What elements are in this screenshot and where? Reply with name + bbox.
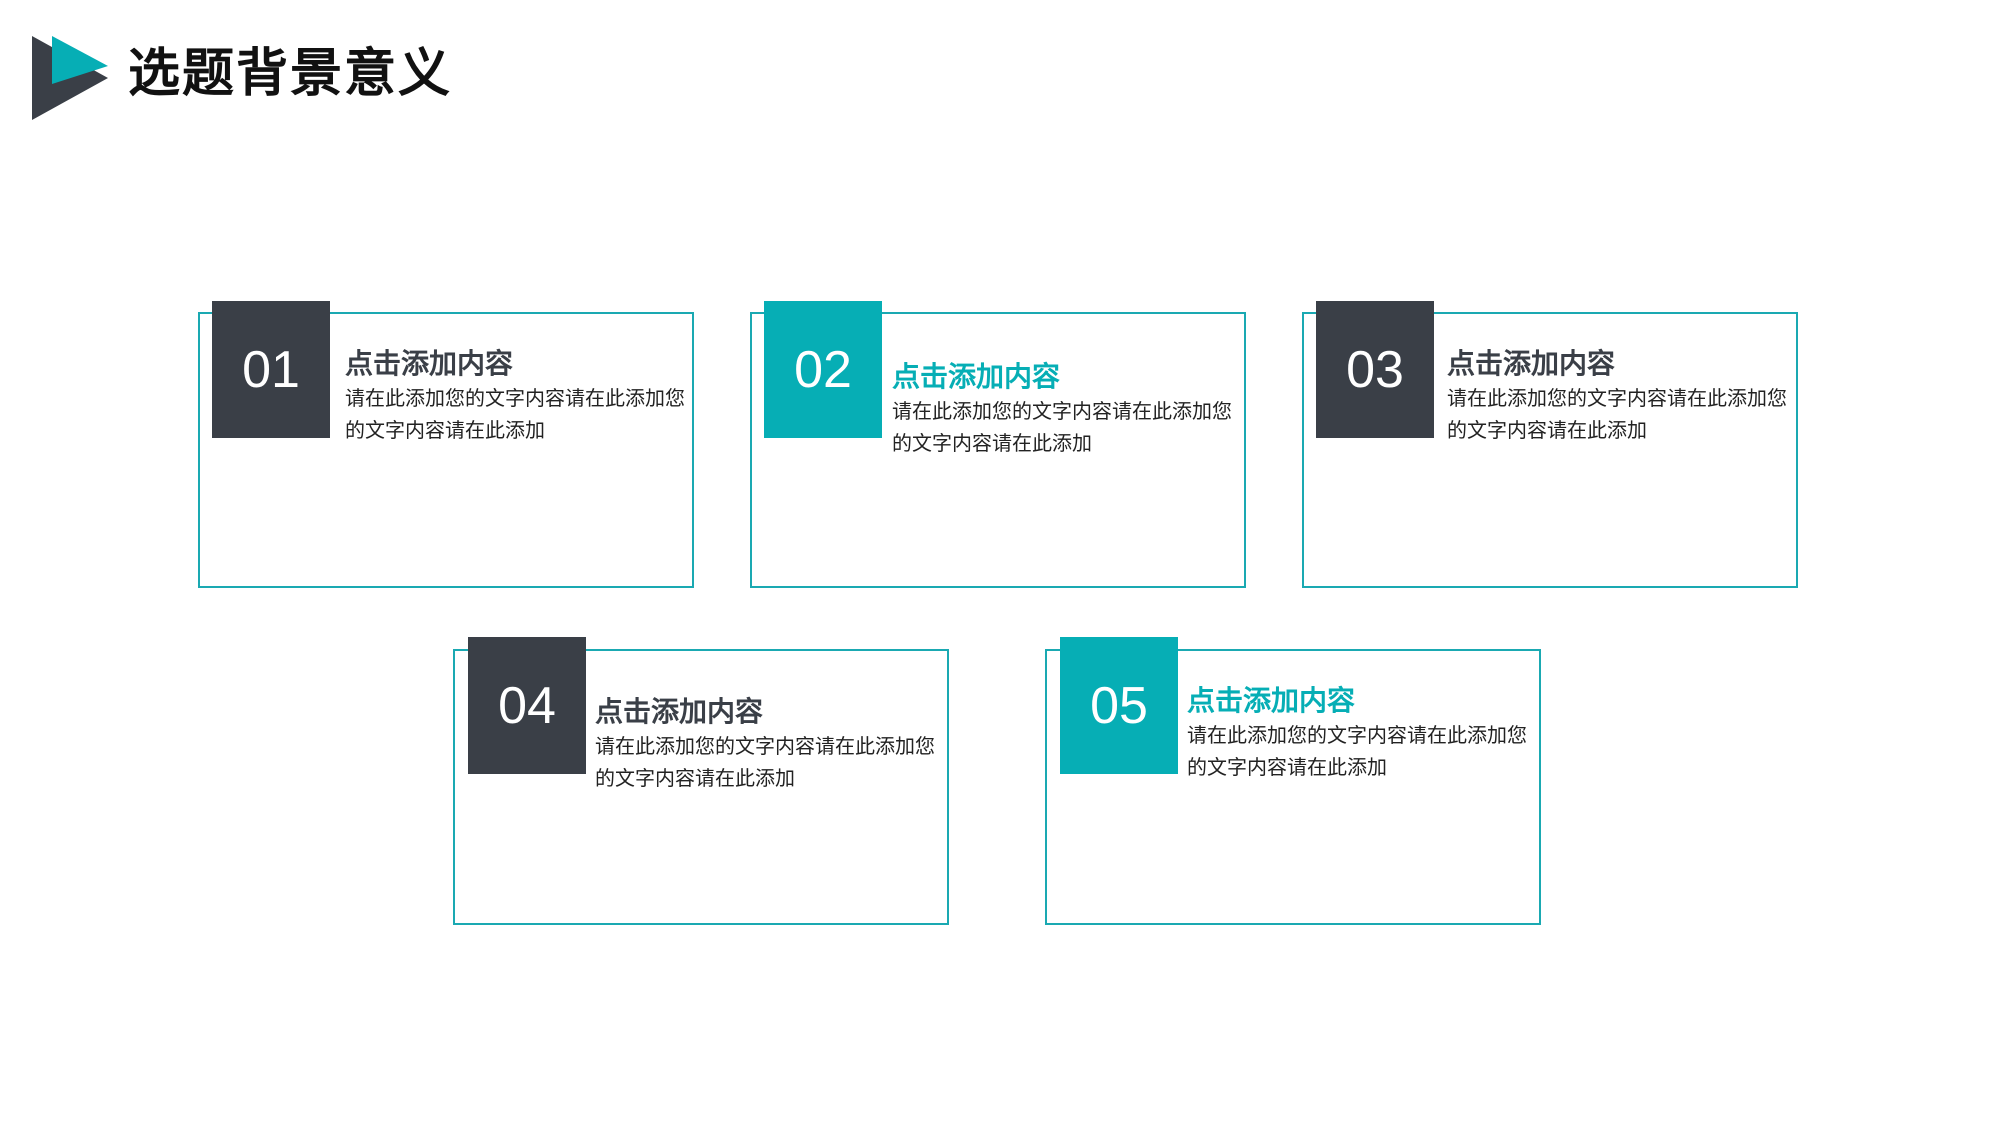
card-number-1: 01 [212,301,330,438]
card-body-5[interactable]: 请在此添加您的文字内容请在此添加您的文字内容请在此添加 [1187,723,1527,779]
card-text-5: 点击添加内容 请在此添加您的文字内容请在此添加您的文字内容请在此添加 [1187,683,1547,783]
card-heading-2[interactable]: 点击添加内容 [892,360,1061,393]
card-heading-4[interactable]: 点击添加内容 [595,695,764,728]
page-title: 选题背景意义 [128,44,453,104]
card-body-4[interactable]: 请在此添加您的文字内容请在此添加您的文字内容请在此添加 [595,734,935,790]
card-number-5: 05 [1060,637,1178,774]
card-heading-5[interactable]: 点击添加内容 [1187,684,1356,717]
play-triangle-logo-icon [32,36,108,120]
card-number-2: 02 [764,301,882,438]
card-body-3[interactable]: 请在此添加您的文字内容请在此添加您的文字内容请在此添加 [1447,386,1787,442]
card-number-3: 03 [1316,301,1434,438]
card-number-4: 04 [468,637,586,774]
card-text-3: 点击添加内容 请在此添加您的文字内容请在此添加您的文字内容请在此添加 [1447,346,1807,446]
card-body-1[interactable]: 请在此添加您的文字内容请在此添加您的文字内容请在此添加 [345,386,685,442]
card-body-2[interactable]: 请在此添加您的文字内容请在此添加您的文字内容请在此添加 [892,399,1232,455]
card-text-4: 点击添加内容 请在此添加您的文字内容请在此添加您的文字内容请在此添加 [595,694,955,794]
content-card-3[interactable] [1302,312,1798,588]
card-text-2: 点击添加内容 请在此添加您的文字内容请在此添加您的文字内容请在此添加 [892,359,1252,459]
card-heading-1[interactable]: 点击添加内容 [345,347,514,380]
card-heading-3[interactable]: 点击添加内容 [1447,347,1616,380]
card-text-1: 点击添加内容 请在此添加您的文字内容请在此添加您的文字内容请在此添加 [345,346,705,446]
